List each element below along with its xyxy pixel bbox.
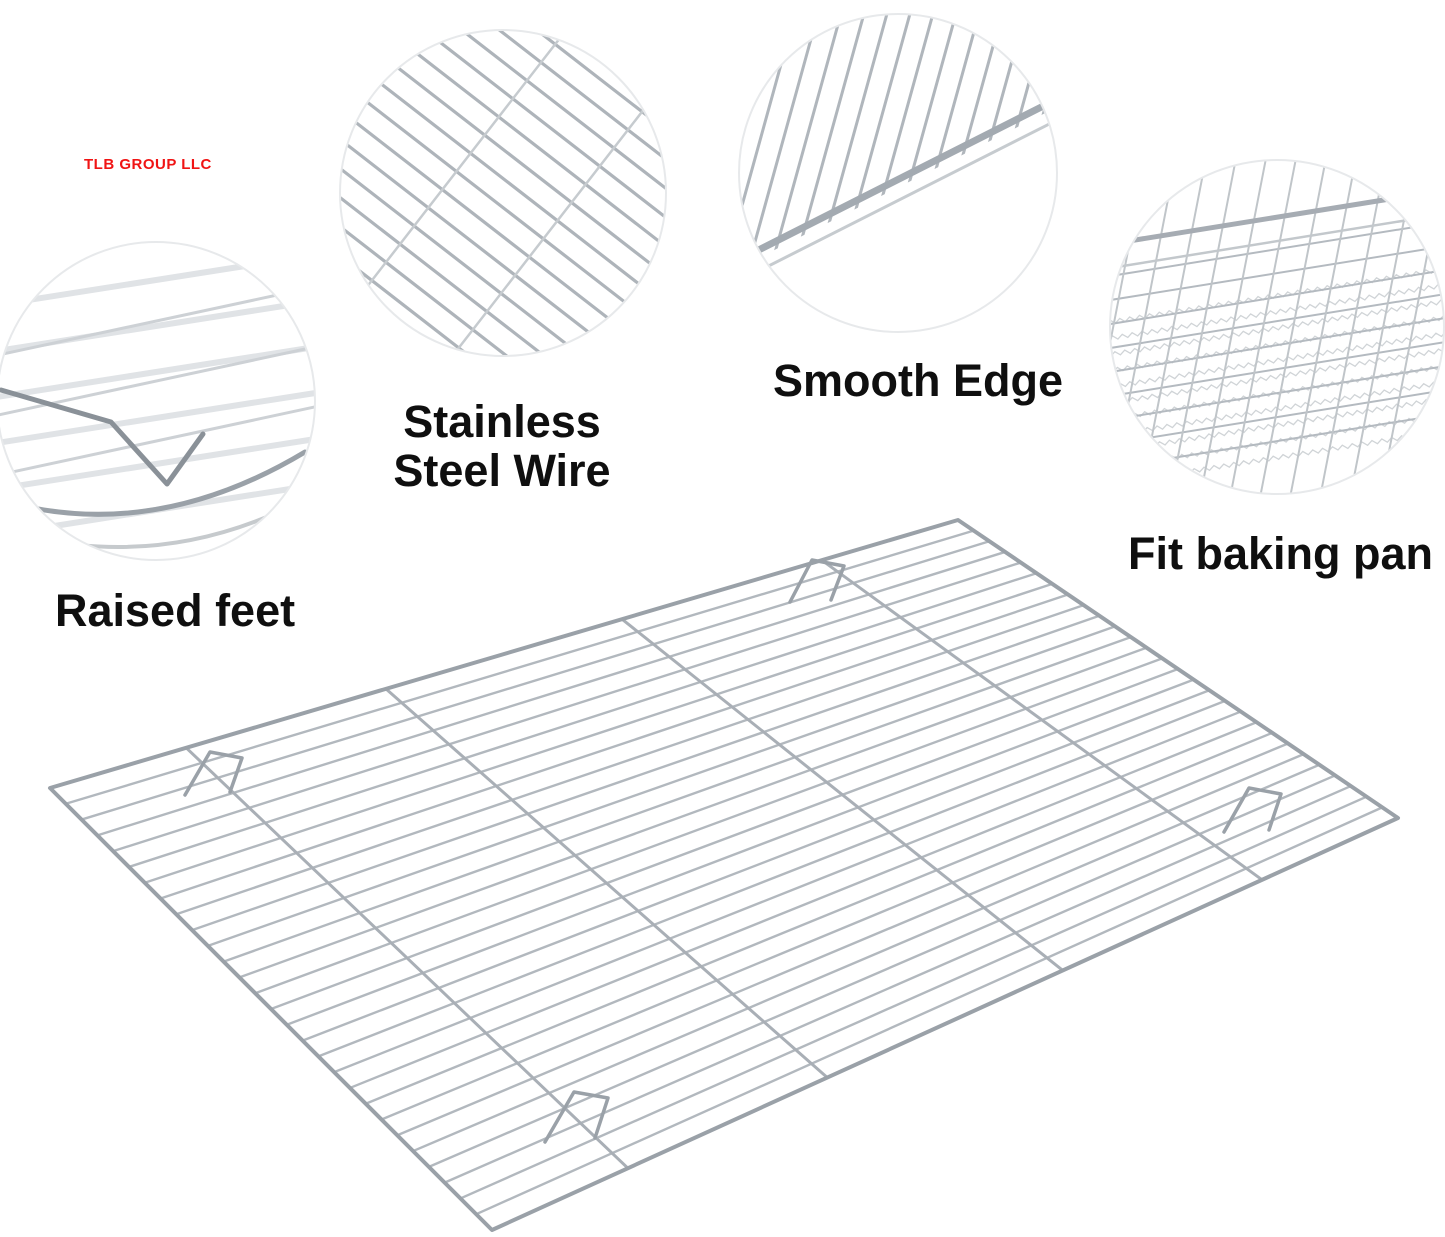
brand-watermark: TLB GROUP LLC: [84, 156, 212, 173]
smooth-edge-label: Smooth Edge: [773, 355, 1063, 406]
raised-feet-closeup-photo: [0, 241, 316, 561]
fit-baking-pan-closeup-photo: [1109, 159, 1445, 495]
smooth-edge-closeup-photo: [738, 13, 1058, 333]
fit-baking-pan-label: Fit baking pan: [1128, 528, 1434, 579]
stainless-steel-wire-label: Stainless Steel Wire: [352, 396, 652, 496]
stainless-steel-wire-closeup-photo: [339, 29, 667, 357]
stainless-steel-wire-label-line2: Steel Wire: [393, 444, 611, 496]
stainless-steel-wire-label-line1: Stainless: [403, 396, 601, 447]
raised-feet-label: Raised feet: [55, 585, 296, 636]
